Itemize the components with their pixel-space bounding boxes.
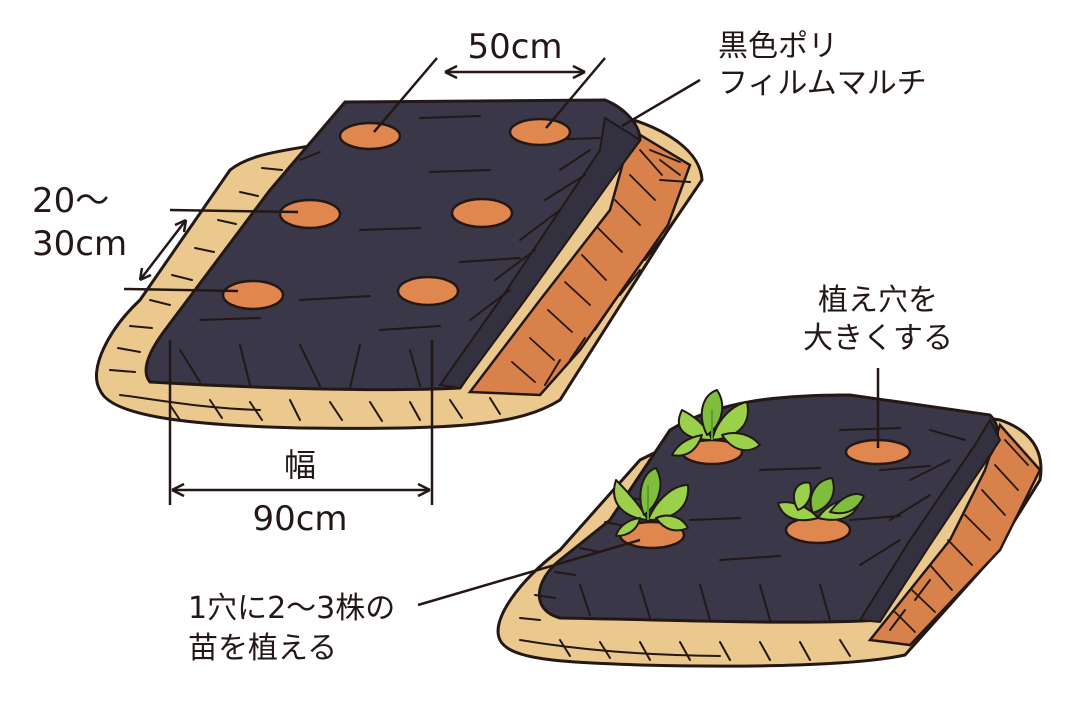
seedlings: [613, 389, 865, 537]
label-planting-line2: 苗を植える: [188, 631, 337, 666]
left-bed-mulch: [144, 98, 642, 392]
labels: 黒色ポリ フィルムマルチ 50cm 20～ 30cm 幅 90cm 植え穴を 大…: [32, 27, 953, 666]
hole: [396, 275, 460, 307]
hole: [338, 121, 402, 151]
label-enlarge-hole-line1: 植え穴を: [818, 283, 938, 318]
right-bed-soil-texture: [894, 439, 1029, 633]
hole: [508, 117, 572, 147]
right-leader-lines: [417, 368, 880, 607]
left-bed-soil-side: [467, 128, 692, 397]
label-width-title: 幅: [284, 446, 316, 484]
label-enlarge-hole-line2: 大きくする: [803, 321, 953, 356]
right-bed-mulch-side: [858, 417, 1002, 624]
right-bed: [496, 389, 1043, 668]
left-bed: [95, 98, 704, 430]
label-planting-line1: 1穴に2～3株の: [188, 591, 395, 626]
label-mulch-line2: フィルムマルチ: [718, 66, 927, 101]
left-bed-straw-strokes: [109, 149, 691, 422]
left-dimension-lines: [123, 57, 701, 505]
seedling: [671, 389, 761, 457]
left-bed-soil-texture: [511, 149, 681, 383]
label-width-value: 90cm: [252, 499, 347, 539]
left-bed-holes: [221, 117, 572, 311]
label-col-spacing-line2: 30cm: [32, 224, 127, 264]
label-col-spacing-line1: 20～: [32, 181, 109, 221]
hole: [221, 279, 285, 311]
right-bed-mulch-folds: [579, 427, 966, 621]
seedling: [777, 477, 865, 522]
left-bed-mulch-folds: [179, 115, 601, 389]
hole: [784, 515, 852, 545]
label-row-spacing: 50cm: [467, 27, 562, 67]
hole: [278, 198, 342, 230]
seedling: [613, 467, 690, 537]
hole: [450, 197, 514, 229]
label-mulch-line1: 黒色ポリ: [718, 29, 838, 64]
